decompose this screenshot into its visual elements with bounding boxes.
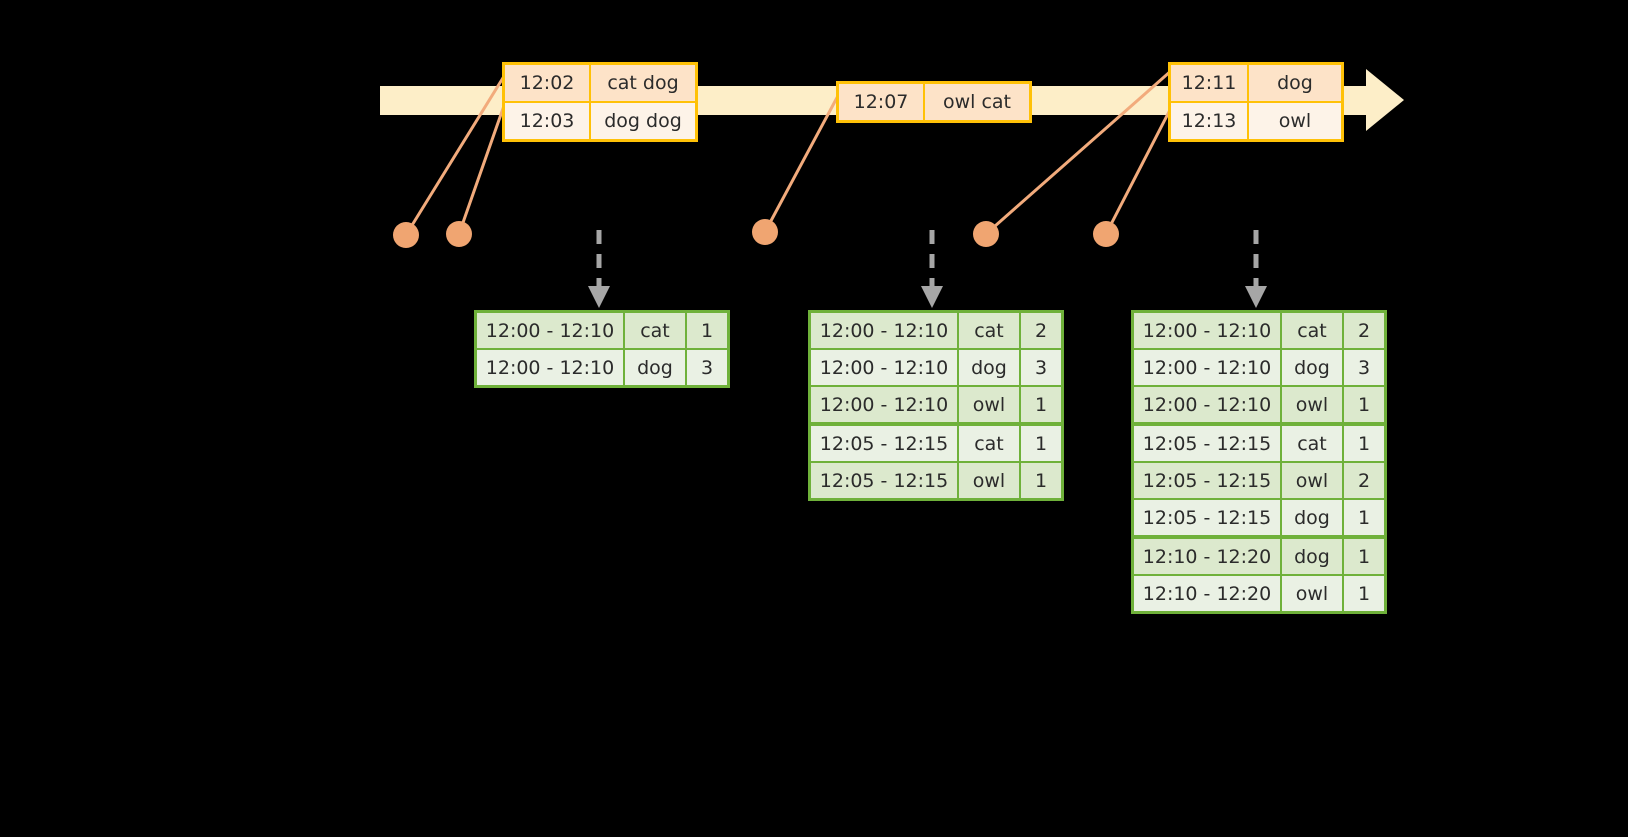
- count-cell: 1: [1344, 387, 1384, 422]
- event-words: cat dog: [591, 65, 695, 101]
- count-cell: 3: [687, 350, 727, 385]
- count-cell: 1: [687, 313, 727, 348]
- window-cell: 12:00 - 12:10: [1134, 313, 1280, 348]
- word-cell: dog: [1282, 350, 1342, 385]
- word-cell: dog: [1282, 539, 1342, 574]
- event-words: dog: [1249, 65, 1341, 101]
- event-time: 12:11: [1171, 65, 1247, 101]
- timeline-event-row: 12:13 owl: [1171, 103, 1341, 139]
- window-cell: 12:00 - 12:10: [1134, 350, 1280, 385]
- timeline-event-box-c[interactable]: 12:11 dog 12:13 owl: [1168, 62, 1344, 142]
- timeline-arrowhead-icon: [1366, 69, 1404, 131]
- dashed-down-arrow-icon: [1245, 230, 1267, 308]
- word-cell: owl: [1282, 387, 1342, 422]
- count-cell: 1: [1021, 426, 1061, 461]
- word-cell: owl: [1282, 463, 1342, 498]
- window-cell: 12:00 - 12:10: [811, 387, 957, 422]
- event-dot-1: [393, 222, 419, 248]
- count-cell: 2: [1021, 313, 1061, 348]
- count-cell: 1: [1021, 387, 1061, 422]
- count-cell: 1: [1344, 500, 1384, 535]
- word-cell: cat: [1282, 313, 1342, 348]
- window-cell: 12:00 - 12:10: [811, 350, 957, 385]
- timeline-event-row: 12:07 owl cat: [839, 84, 1029, 120]
- window-cell: 12:05 - 12:15: [1134, 463, 1280, 498]
- word-cell: cat: [625, 313, 685, 348]
- event-words: owl: [1249, 103, 1341, 139]
- word-cell: owl: [959, 463, 1019, 498]
- count-cell: 3: [1021, 350, 1061, 385]
- window-cell: 12:10 - 12:20: [1134, 576, 1280, 611]
- word-cell: dog: [625, 350, 685, 385]
- event-time: 12:07: [839, 84, 923, 120]
- connector-line-5: [1104, 105, 1174, 235]
- word-cell: owl: [959, 387, 1019, 422]
- window-cell: 12:00 - 12:10: [477, 313, 623, 348]
- window-cell: 12:00 - 12:10: [811, 313, 957, 348]
- count-cell: 1: [1344, 426, 1384, 461]
- word-cell: owl: [1282, 576, 1342, 611]
- dashed-down-arrow-icon: [921, 230, 943, 308]
- window-cell: 12:10 - 12:20: [1134, 539, 1280, 574]
- timeline-event-box-a[interactable]: 12:02 cat dog 12:03 dog dog: [502, 62, 698, 142]
- event-words: dog dog: [591, 103, 695, 139]
- connector-line-2: [457, 99, 508, 235]
- count-cell: 1: [1021, 463, 1061, 498]
- event-time: 12:13: [1171, 103, 1247, 139]
- word-cell: dog: [1282, 500, 1342, 535]
- count-cell: 2: [1344, 463, 1384, 498]
- count-cell: 1: [1344, 539, 1384, 574]
- count-cell: 3: [1344, 350, 1384, 385]
- window-cell: 12:05 - 12:15: [1134, 500, 1280, 535]
- word-cell: cat: [959, 426, 1019, 461]
- window-cell: 12:05 - 12:15: [811, 463, 957, 498]
- timeline-event-row: 12:02 cat dog: [505, 65, 695, 101]
- window-cell: 12:05 - 12:15: [1134, 426, 1280, 461]
- event-time: 12:02: [505, 65, 589, 101]
- event-words: owl cat: [925, 84, 1029, 120]
- window-cell: 12:00 - 12:10: [477, 350, 623, 385]
- window-cell: 12:00 - 12:10: [1134, 387, 1280, 422]
- dashed-down-arrow-icon: [588, 230, 610, 308]
- count-cell: 1: [1344, 576, 1384, 611]
- timeline-event-box-b[interactable]: 12:07 owl cat: [836, 81, 1032, 123]
- word-cell: dog: [959, 350, 1019, 385]
- timeline-event-row: 12:03 dog dog: [505, 103, 695, 139]
- timeline-event-row: 12:11 dog: [1171, 65, 1341, 101]
- event-dot-3: [752, 219, 778, 245]
- event-time: 12:03: [505, 103, 589, 139]
- count-cell: 2: [1344, 313, 1384, 348]
- event-dot-4: [973, 221, 999, 247]
- word-cell: cat: [1282, 426, 1342, 461]
- word-cell: cat: [959, 313, 1019, 348]
- window-cell: 12:05 - 12:15: [811, 426, 957, 461]
- event-dot-5: [1093, 221, 1119, 247]
- event-dot-2: [446, 221, 472, 247]
